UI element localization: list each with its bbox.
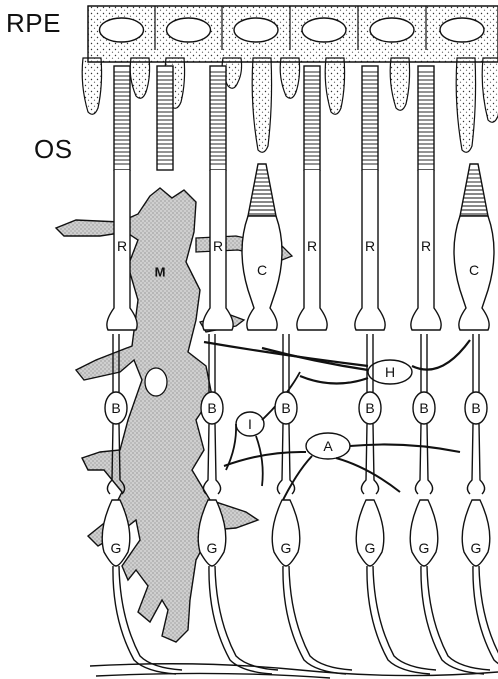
rpe-nucleus <box>440 18 484 42</box>
rpe-process <box>390 58 409 110</box>
amacrine-process <box>280 456 312 506</box>
bipolar-dendrite <box>283 334 289 392</box>
ganglion-axon <box>283 566 352 674</box>
bipolar-axon <box>203 424 220 494</box>
horizontal-process <box>300 376 368 384</box>
rpe-nucleus <box>100 18 144 42</box>
rod-outer-segment <box>210 66 226 170</box>
rod-label: R <box>213 238 223 254</box>
rod-outer-segment <box>157 66 173 170</box>
bipolar-label: B <box>281 400 290 416</box>
horizontal-label: H <box>385 364 395 380</box>
nerve-fiber-line <box>96 673 330 678</box>
ganglion-label: G <box>365 540 376 556</box>
rpe-process <box>456 58 475 152</box>
ganglion-label: G <box>111 540 122 556</box>
rpe-sheet <box>88 6 498 62</box>
muller-cell-body <box>56 188 258 642</box>
muller-label: M <box>155 265 166 280</box>
ganglion-axon <box>209 566 278 674</box>
rpe-nucleus <box>167 18 211 42</box>
rpe-nucleus <box>370 18 414 42</box>
bipolar-dendrite <box>367 334 373 392</box>
bipolar-label: B <box>207 400 216 416</box>
ganglion-cell-body <box>356 500 384 566</box>
ganglion-axon <box>367 566 436 674</box>
rod-label: R <box>307 238 317 254</box>
ganglion-axon <box>473 566 498 674</box>
interplexiform-label: I <box>248 416 252 432</box>
bipolar-label: B <box>365 400 374 416</box>
rpe-process <box>82 58 101 114</box>
rod-outer-segment <box>362 66 378 170</box>
bipolar-axon <box>467 424 484 494</box>
bipolar-label: B <box>419 400 428 416</box>
cone-label: C <box>469 262 479 278</box>
rpe-nucleus <box>234 18 278 42</box>
ganglion-label: G <box>419 540 430 556</box>
rpe-process <box>325 58 344 114</box>
ganglion-label: G <box>281 540 292 556</box>
muller-nucleus <box>145 368 167 396</box>
rpe-process <box>280 58 299 98</box>
ganglion-cell-body <box>272 500 300 566</box>
interplexiform-process <box>256 436 263 486</box>
interneuron-layer <box>204 340 470 506</box>
rpe-process <box>130 58 149 98</box>
ganglion-cell-body <box>462 500 490 566</box>
amacrine-process <box>336 458 400 492</box>
rod-outer-segment <box>304 66 320 170</box>
bipolar-axon <box>415 424 432 494</box>
bipolar-label: B <box>471 400 480 416</box>
ganglion-label: G <box>207 540 218 556</box>
rpe-process <box>252 58 271 152</box>
ganglion-label: G <box>471 540 482 556</box>
bipolar-dendrite <box>421 334 427 392</box>
ganglion-cell-body <box>410 500 438 566</box>
rod-label: R <box>421 238 431 254</box>
rod-outer-segment <box>114 66 130 170</box>
amacrine-process <box>224 452 306 466</box>
rod-label: R <box>365 238 375 254</box>
cone-label: C <box>257 262 267 278</box>
bipolar-axon <box>361 424 378 494</box>
bipolar-dendrite <box>473 334 479 392</box>
amacrine-label: A <box>323 438 333 454</box>
rpe-nucleus <box>302 18 346 42</box>
bipolar-label: B <box>111 400 120 416</box>
rod-label: R <box>117 238 127 254</box>
rpe-process <box>482 58 498 122</box>
rpe-layer <box>82 6 498 152</box>
rod-outer-segment <box>418 66 434 170</box>
